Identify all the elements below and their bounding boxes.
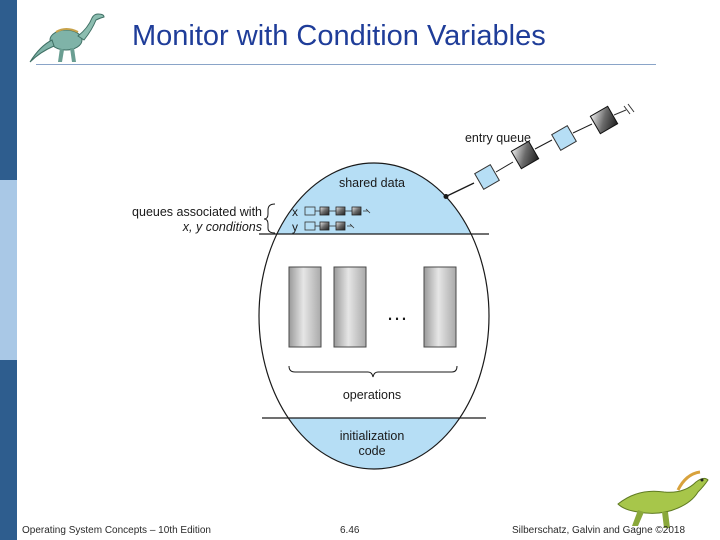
monitor-outline (258, 162, 490, 470)
cond-y-process (319, 221, 330, 231)
entry-queue-process (510, 140, 540, 170)
operations-ellipsis: … (386, 300, 408, 325)
operation-box (333, 266, 367, 348)
sidebar-segment-bottom (0, 360, 17, 540)
entry-queue-slot (551, 125, 577, 151)
entry-queue-process (589, 105, 619, 135)
operation-box (288, 266, 322, 348)
cond-y-queue-slot (304, 221, 316, 231)
shared-data-label: shared data (339, 176, 405, 190)
init-label-line2: code (358, 444, 385, 458)
dinosaur-icon (617, 470, 709, 528)
slide-sidebar (0, 0, 17, 540)
queues-label-line1: queues associated with (132, 205, 262, 219)
footer-page-number: 6.46 (340, 525, 360, 536)
cond-x-queue-slot (304, 206, 316, 216)
sidebar-segment-top (0, 0, 17, 180)
entry-queue-slot (474, 164, 500, 190)
operation-box (423, 266, 457, 348)
entry-queue-label: entry queue (465, 131, 531, 145)
sidebar-segment-middle (0, 180, 17, 360)
queues-brace (263, 203, 276, 234)
footer-copyright: Silberschatz, Galvin and Gagne ©2018 (512, 525, 686, 536)
cond-x-label: x (292, 205, 298, 219)
cond-x-process (351, 206, 362, 216)
entry-queue-tail (613, 103, 635, 116)
cond-y-label: y (292, 220, 298, 234)
title-divider (36, 64, 656, 65)
entry-arrow-line (446, 182, 475, 197)
init-label-line1: initialization (340, 429, 405, 443)
operations-label: operations (343, 388, 401, 402)
dinosaur-icon (29, 13, 105, 63)
queues-label-line2: x, y conditions (182, 220, 262, 234)
slide-title: Monitor with Condition Variables (132, 20, 546, 52)
cond-y-process (335, 221, 346, 231)
operations-bracket (288, 365, 458, 378)
cond-x-process (319, 206, 330, 216)
footer-book-title: Operating System Concepts – 10th Edition (22, 525, 211, 536)
cond-x-process (335, 206, 346, 216)
